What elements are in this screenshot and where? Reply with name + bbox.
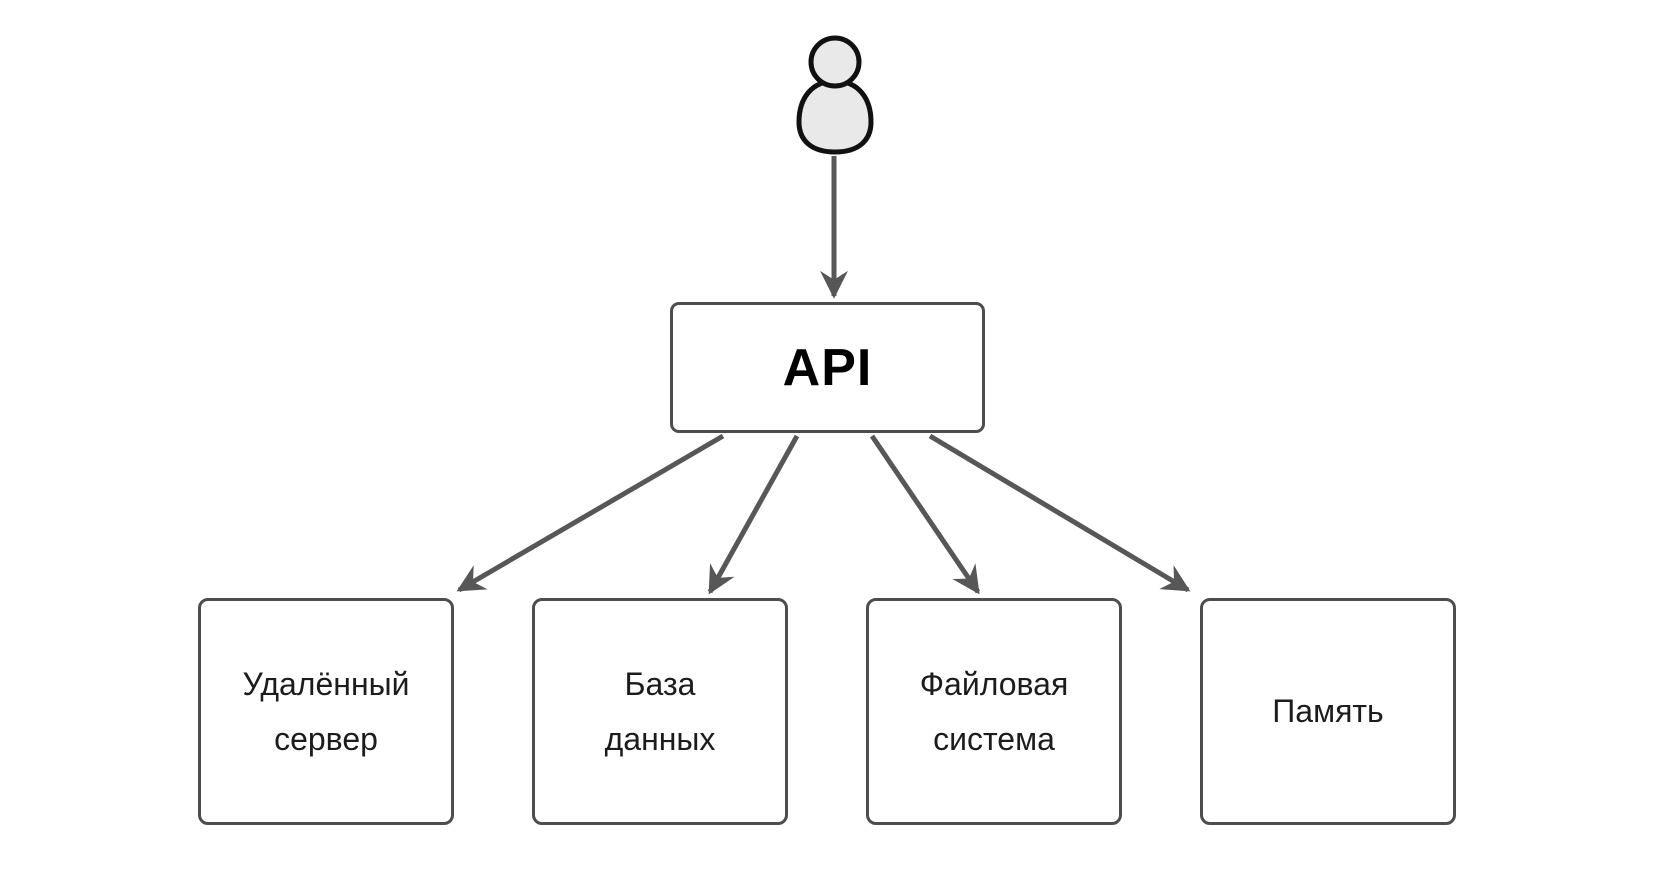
arrow-api-to-memory [928, 433, 1191, 593]
node-memory: Память [1200, 598, 1456, 825]
arrow-api-to-file-system [869, 434, 981, 595]
node-api: API [670, 302, 985, 433]
person-icon [796, 35, 874, 155]
arrow-api-to-database [707, 434, 800, 595]
node-database: База данных [532, 598, 788, 825]
person-head [808, 35, 862, 89]
node-remote-server-label: Удалённый сервер [242, 665, 410, 757]
node-remote-server: Удалённый сервер [198, 598, 454, 825]
node-database-label: База данных [604, 665, 716, 757]
api-node-label: API [782, 338, 873, 397]
node-memory-label: Память [1272, 693, 1384, 729]
node-file-system: Файловая система [866, 598, 1122, 825]
person-body [796, 78, 874, 155]
arrow-api-to-remote-server [456, 433, 725, 593]
node-file-system-label: Файловая система [919, 665, 1069, 757]
